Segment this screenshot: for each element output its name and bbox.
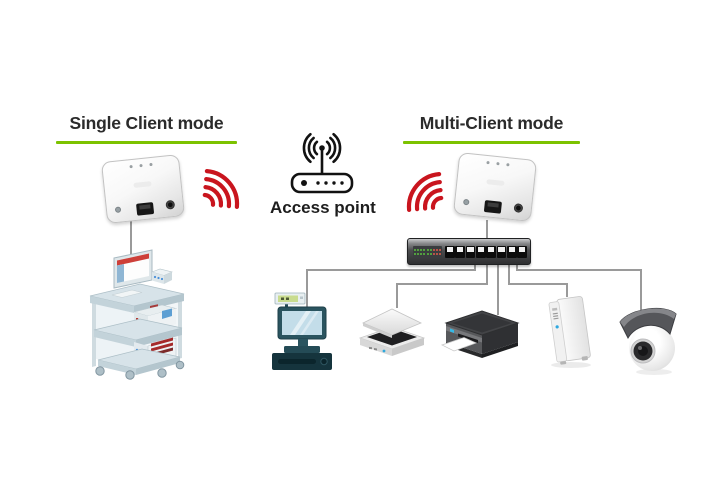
pos-terminal-icon <box>272 292 332 370</box>
cable-switch-nas-2 <box>508 283 568 285</box>
single-client-underline <box>56 141 237 144</box>
rj45-port <box>486 245 496 258</box>
printer-icon <box>440 310 520 358</box>
ethernet-port-icon <box>136 202 155 216</box>
cable-switch-scanner-1 <box>486 262 488 285</box>
cart-bottom-shelf <box>97 348 181 375</box>
flatbed-scanner-icon <box>358 308 426 356</box>
rj45-port <box>465 245 476 258</box>
cable-switch-scanner-3 <box>396 285 398 308</box>
cable-switch-printer <box>497 262 499 315</box>
pos-cash-drawer <box>272 353 332 370</box>
rj45-port <box>476 245 486 258</box>
cable-switch-pos-2 <box>306 269 476 271</box>
cable-switch-nas-3 <box>566 285 568 297</box>
nas-led <box>555 325 559 329</box>
pos-monitor <box>277 306 327 340</box>
cable-bridge-to-switch <box>486 220 488 239</box>
wireless-bridge-left-icon <box>100 154 186 224</box>
scanner-led <box>382 349 386 353</box>
single-client-mode-title: Single Client mode <box>69 113 224 133</box>
nas-drive-icon <box>548 296 591 368</box>
rj45-port <box>455 245 465 258</box>
cable-switch-camera-1 <box>516 262 518 271</box>
cable-switch-pos-3 <box>306 271 308 309</box>
cart-wheels <box>95 360 185 380</box>
rj45-port <box>507 245 517 258</box>
multi-client-mode-title: Multi-Client mode <box>419 113 564 133</box>
cable-switch-pos-1 <box>474 262 476 271</box>
ethernet-port-icon <box>483 200 502 214</box>
rj45-port <box>445 245 455 258</box>
scanner-lid <box>362 308 422 336</box>
cart-keypad <box>151 268 173 284</box>
cable-switch-camera-2 <box>516 269 642 271</box>
ip-camera-icon <box>619 308 677 375</box>
rj45-port <box>517 245 527 258</box>
cart-top-shelf <box>89 283 185 313</box>
access-point-label: Access point <box>270 198 376 217</box>
wifi-signal-icon-left <box>202 169 240 209</box>
cable-bridge-to-cart <box>130 221 132 257</box>
printer-paper <box>440 337 478 352</box>
printer-led <box>450 328 454 333</box>
cable-switch-scanner-2 <box>396 283 488 285</box>
wifi-signal-icon-right <box>406 172 444 212</box>
wireless-bridge-right-icon <box>452 152 538 222</box>
ethernet-switch-icon <box>407 238 531 265</box>
switch-port-row <box>445 245 527 258</box>
rj45-port <box>496 245 507 258</box>
multi-client-underline <box>403 141 580 144</box>
medical-cart-icon <box>89 249 185 380</box>
pos-customer-display <box>274 292 306 305</box>
cable-switch-nas-1 <box>508 262 510 285</box>
switch-led-panel <box>413 246 442 258</box>
access-point-icon <box>290 132 354 194</box>
cart-middle-shelf <box>93 318 183 347</box>
cable-switch-camera-3 <box>640 271 642 312</box>
